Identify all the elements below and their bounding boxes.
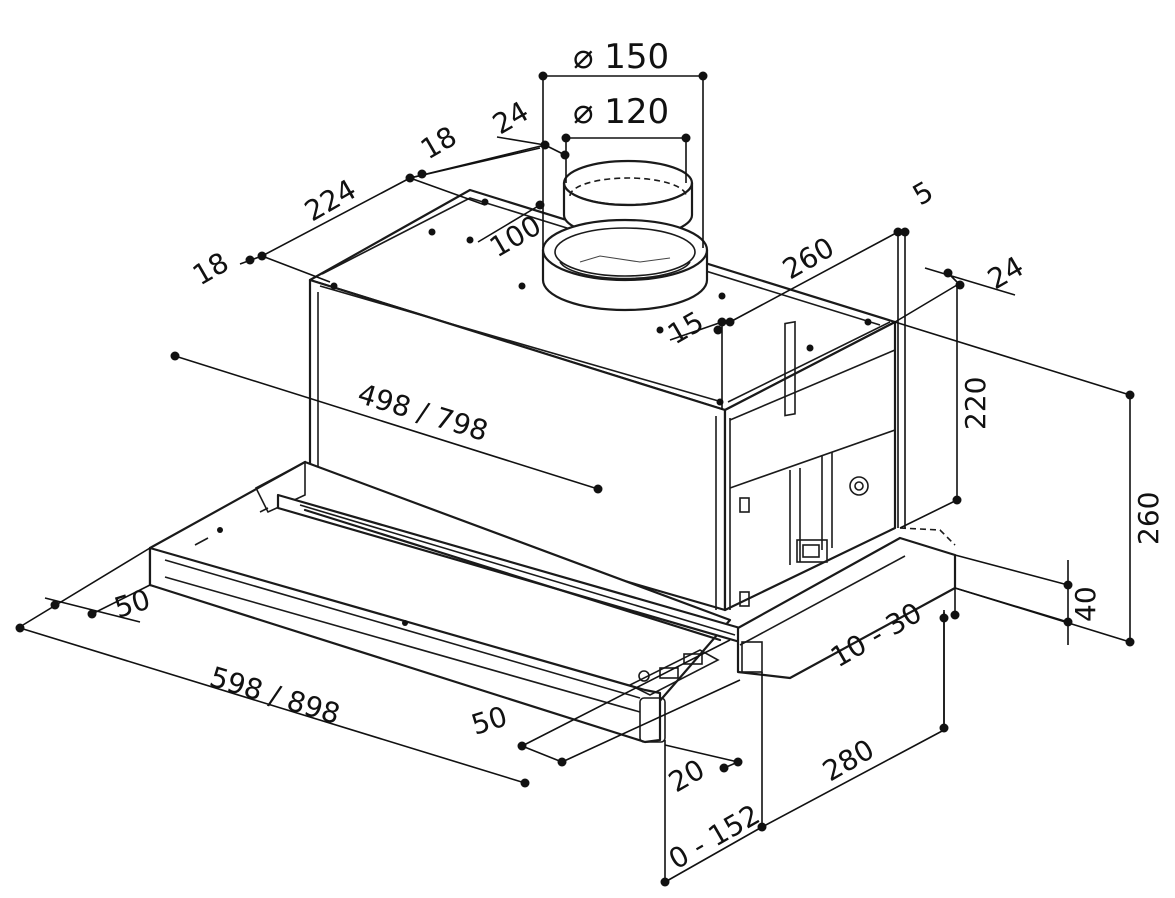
dim-598-898: 598 / 898	[206, 660, 344, 731]
hood-body	[308, 188, 897, 612]
dim-50-left: 50	[110, 583, 154, 625]
dim-20: 20	[663, 753, 710, 799]
dim-220: 220	[959, 377, 992, 430]
air-outlet-spigot	[541, 159, 709, 312]
dim-5: 5	[907, 175, 939, 212]
dim-24-right: 24	[982, 250, 1029, 296]
dim-24-top: 24	[487, 95, 534, 141]
dim-18-top: 18	[415, 120, 462, 166]
dim-280: 280	[817, 733, 880, 788]
dim-260-top: 260	[777, 231, 840, 286]
dim-18-left: 18	[187, 246, 234, 292]
dimension-lines	[15, 71, 1135, 887]
dim-diameter-120: ⌀ 120	[573, 92, 669, 132]
dim-50-bottom: 50	[467, 700, 511, 742]
hood-side-panel	[723, 320, 897, 612]
dim-0-152: 0 - 152	[663, 798, 765, 876]
dim-diameter-150: ⌀ 150	[573, 37, 669, 77]
dim-40: 40	[1069, 586, 1102, 622]
dim-260-right: 260	[1132, 492, 1165, 545]
